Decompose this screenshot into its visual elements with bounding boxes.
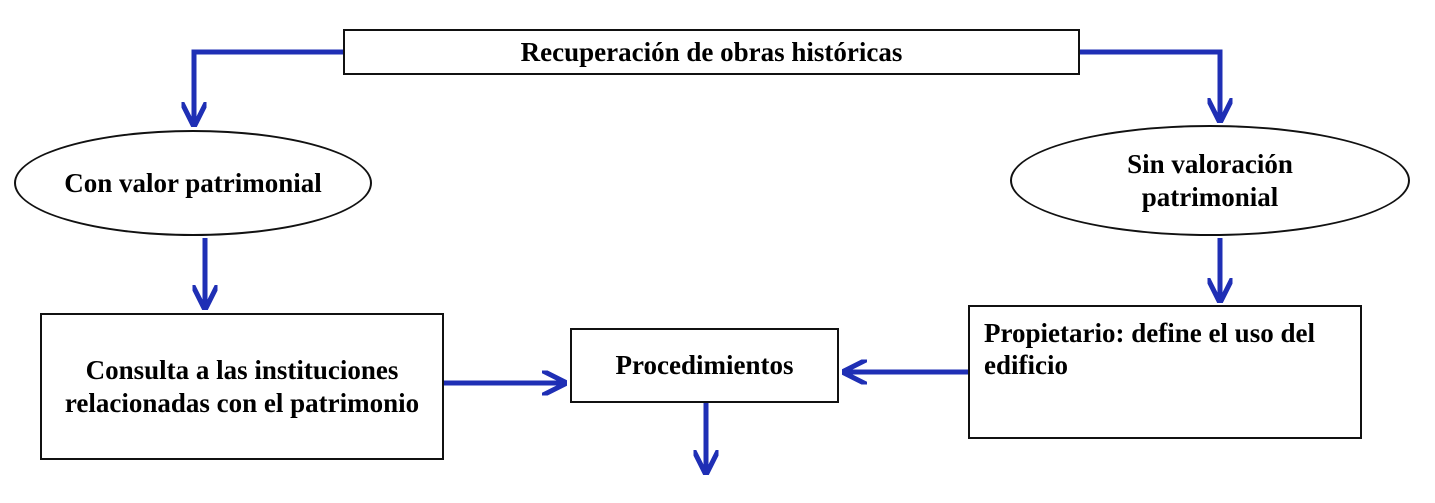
node-with-value: Con valor patrimonial [14,130,372,236]
node-procedures: Procedimientos [570,328,839,403]
arrow-root-to-without-value [1080,49,1220,118]
node-without-value: Sin valoración patrimonial [1010,125,1410,236]
node-consult-label: Consulta a las instituciones relacionada… [64,355,420,418]
arrow-root-to-with-value [194,49,343,122]
node-consult: Consulta a las instituciones relacionada… [40,313,444,460]
node-owner: Propietario: define el uso del edificio [968,305,1362,439]
node-root: Recuperación de obras históricas [343,29,1080,75]
node-with-value-label: Con valor patrimonial [64,167,322,198]
node-root-label: Recuperación de obras históricas [520,36,903,67]
node-without-value-label: Sin valoración patrimonial [1127,149,1293,212]
node-owner-label: Propietario: define el uso del edificio [984,318,1315,381]
node-procedures-label: Procedimientos [615,350,794,381]
